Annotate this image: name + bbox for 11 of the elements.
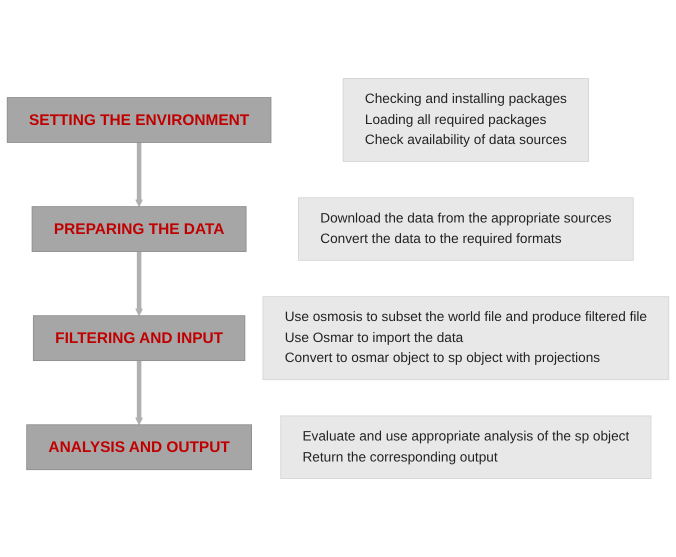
- node-box: FILTERING AND INPUT: [32, 315, 246, 362]
- arrow: [135, 142, 144, 207]
- node-box: Evaluate and use appropriate analysis of the sp object Return the corresponding output: [280, 415, 652, 479]
- node-box: Download the data from the appropriate sources Convert the data to the required formats: [298, 197, 634, 261]
- node-box: Use osmosis to subset the world file and produce filtered file Use Osmar to import the data Convert to osmar object to sp object with projections: [262, 296, 670, 380]
- arrow: [135, 252, 144, 316]
- arrow: [135, 360, 144, 426]
- node-box: SETTING THE ENVIRONMENT: [6, 97, 272, 143]
- node-box: ANALYSIS AND OUTPUT: [26, 424, 252, 470]
- node-box: PREPARING THE DATA: [32, 206, 247, 252]
- node-box: Checking and installing packages Loading all required packages Check availability of data sources: [342, 78, 590, 162]
